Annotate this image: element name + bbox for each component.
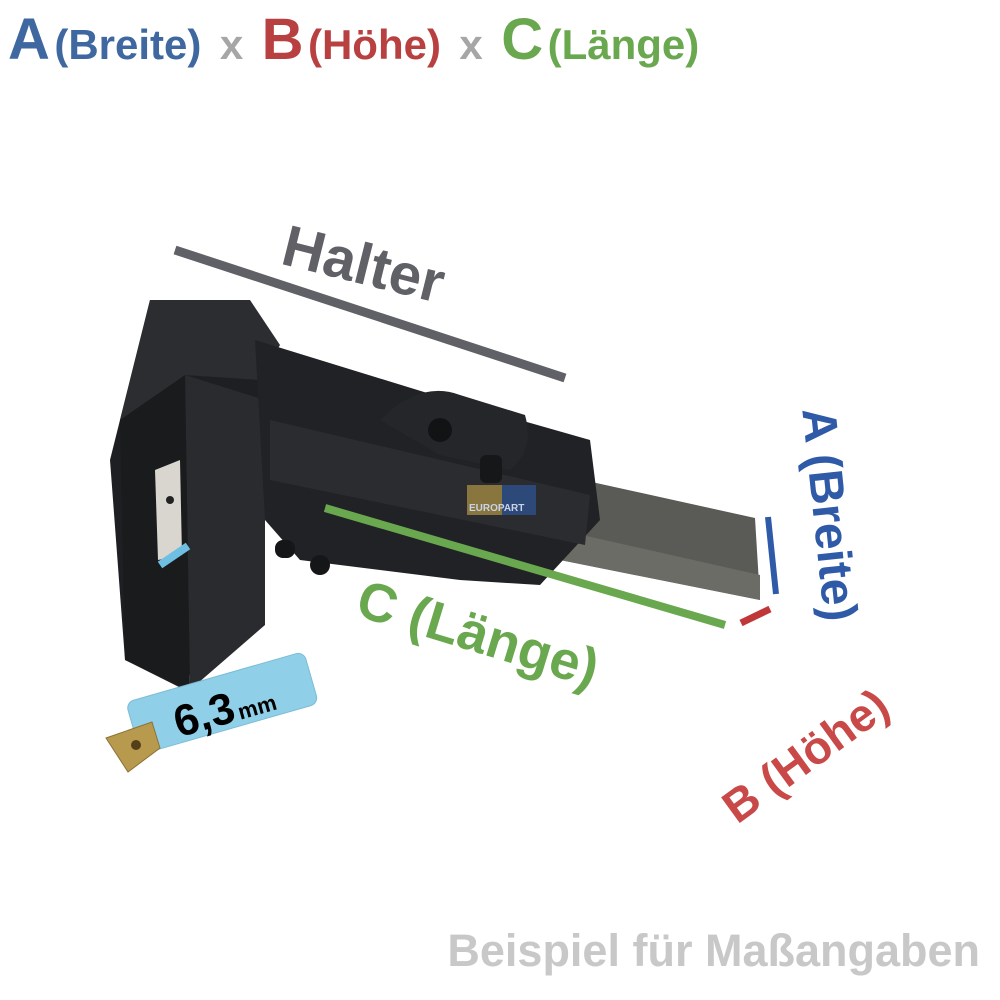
c-length-line [323, 504, 727, 629]
c-letter: C [501, 7, 544, 72]
europart-text: EUROPART [469, 503, 524, 514]
europart-watermark [467, 485, 536, 515]
halter-line [173, 245, 567, 383]
terminal-tab-icon [105, 721, 161, 773]
separator-x: x [459, 21, 483, 68]
b-letter: B [261, 7, 304, 72]
c-label: (Länge) [547, 21, 700, 68]
b-height-marker [739, 605, 772, 627]
a-label: (Breite) [54, 21, 202, 68]
example-caption: Beispiel für Maßangaben [447, 925, 980, 976]
a-width-marker [765, 516, 779, 595]
a-letter: A [8, 7, 50, 72]
brush-holder [110, 300, 600, 690]
separator-x: x [219, 21, 244, 68]
dimension-legend-title: A (Breite) x B (Höhe) x C (Länge) [8, 6, 699, 73]
b-label: (Höhe) [307, 21, 441, 68]
terminal-marker [157, 542, 191, 569]
terminal-size-unit: mm [234, 689, 280, 725]
